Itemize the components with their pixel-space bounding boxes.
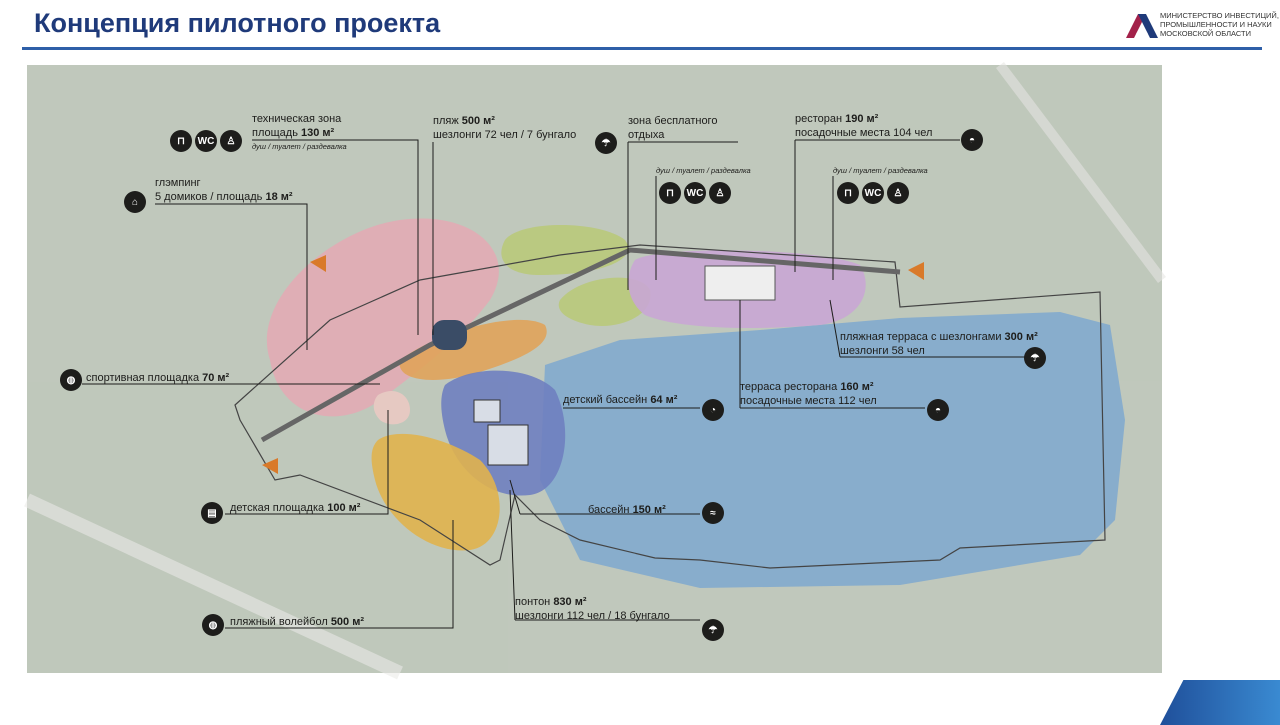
shower-icon: ⊓ <box>837 182 859 204</box>
facilities-label-2: душ / туалет / раздевалка <box>656 166 751 175</box>
beach-zone <box>399 319 547 380</box>
tech-zone-marker <box>432 320 467 350</box>
corner-decoration <box>1160 680 1280 725</box>
kids-zone <box>373 390 410 425</box>
wc-icon: WC <box>684 182 706 204</box>
page-title: Концепция пилотного проекта <box>34 8 441 38</box>
pool-ladder-icon: ≈ <box>702 502 724 524</box>
ministry-name: МИНИСТЕРСТВО ИНВЕСТИЦИЙ, ПРОМЫШЛЕННОСТИ … <box>1160 11 1279 38</box>
pool-basins <box>473 399 529 466</box>
kids-pool-label: детский бассейн 64 м² <box>563 394 678 406</box>
beach-umbrella-icon: ☂ <box>702 619 724 641</box>
pool-label: бассейн 150 м² <box>588 504 666 516</box>
duck-icon: ◔ <box>702 399 724 421</box>
ministry-logo <box>1126 14 1158 38</box>
title-divider <box>22 47 1262 50</box>
site-boundary <box>234 244 1106 569</box>
volleyball-label: пляжный волейбол 500 м² <box>230 616 365 628</box>
changing-room-icon: ♙ <box>887 182 909 204</box>
sports-ground-label: спортивная площадка 70 м² <box>86 372 230 384</box>
house-icon: ⌂ <box>124 191 146 213</box>
free-zone <box>501 225 629 275</box>
volleyball-icon: ◍ <box>202 614 224 636</box>
beach-umbrella-icon: ☂ <box>1024 347 1046 369</box>
wc-icon: WC <box>195 130 217 152</box>
playground-label: детская площадка 100 м² <box>230 502 361 514</box>
playground-icon: ▤ <box>201 502 223 524</box>
changing-room-icon: ♙ <box>220 130 242 152</box>
orientation-markers <box>262 255 924 474</box>
lake-zone <box>540 312 1125 588</box>
volleyball-zone <box>371 433 500 551</box>
facilities-label-3: душ / туалет / раздевалка <box>833 166 928 175</box>
dining-cloche-icon: ◓ <box>927 399 949 421</box>
wc-icon: WC <box>862 182 884 204</box>
beach-umbrella-icon: ☂ <box>595 132 617 154</box>
tech-zone-facilities: душ / туалет / раздевалка <box>252 142 347 151</box>
restaurant-building <box>704 265 776 301</box>
leader-lines <box>82 139 1030 629</box>
shower-icon: ⊓ <box>659 182 681 204</box>
dining-cloche-icon: ◓ <box>961 129 983 151</box>
shower-icon: ⊓ <box>170 130 192 152</box>
basketball-icon: ◍ <box>60 369 82 391</box>
changing-room-icon: ♙ <box>709 182 731 204</box>
promenade-path <box>260 247 901 443</box>
